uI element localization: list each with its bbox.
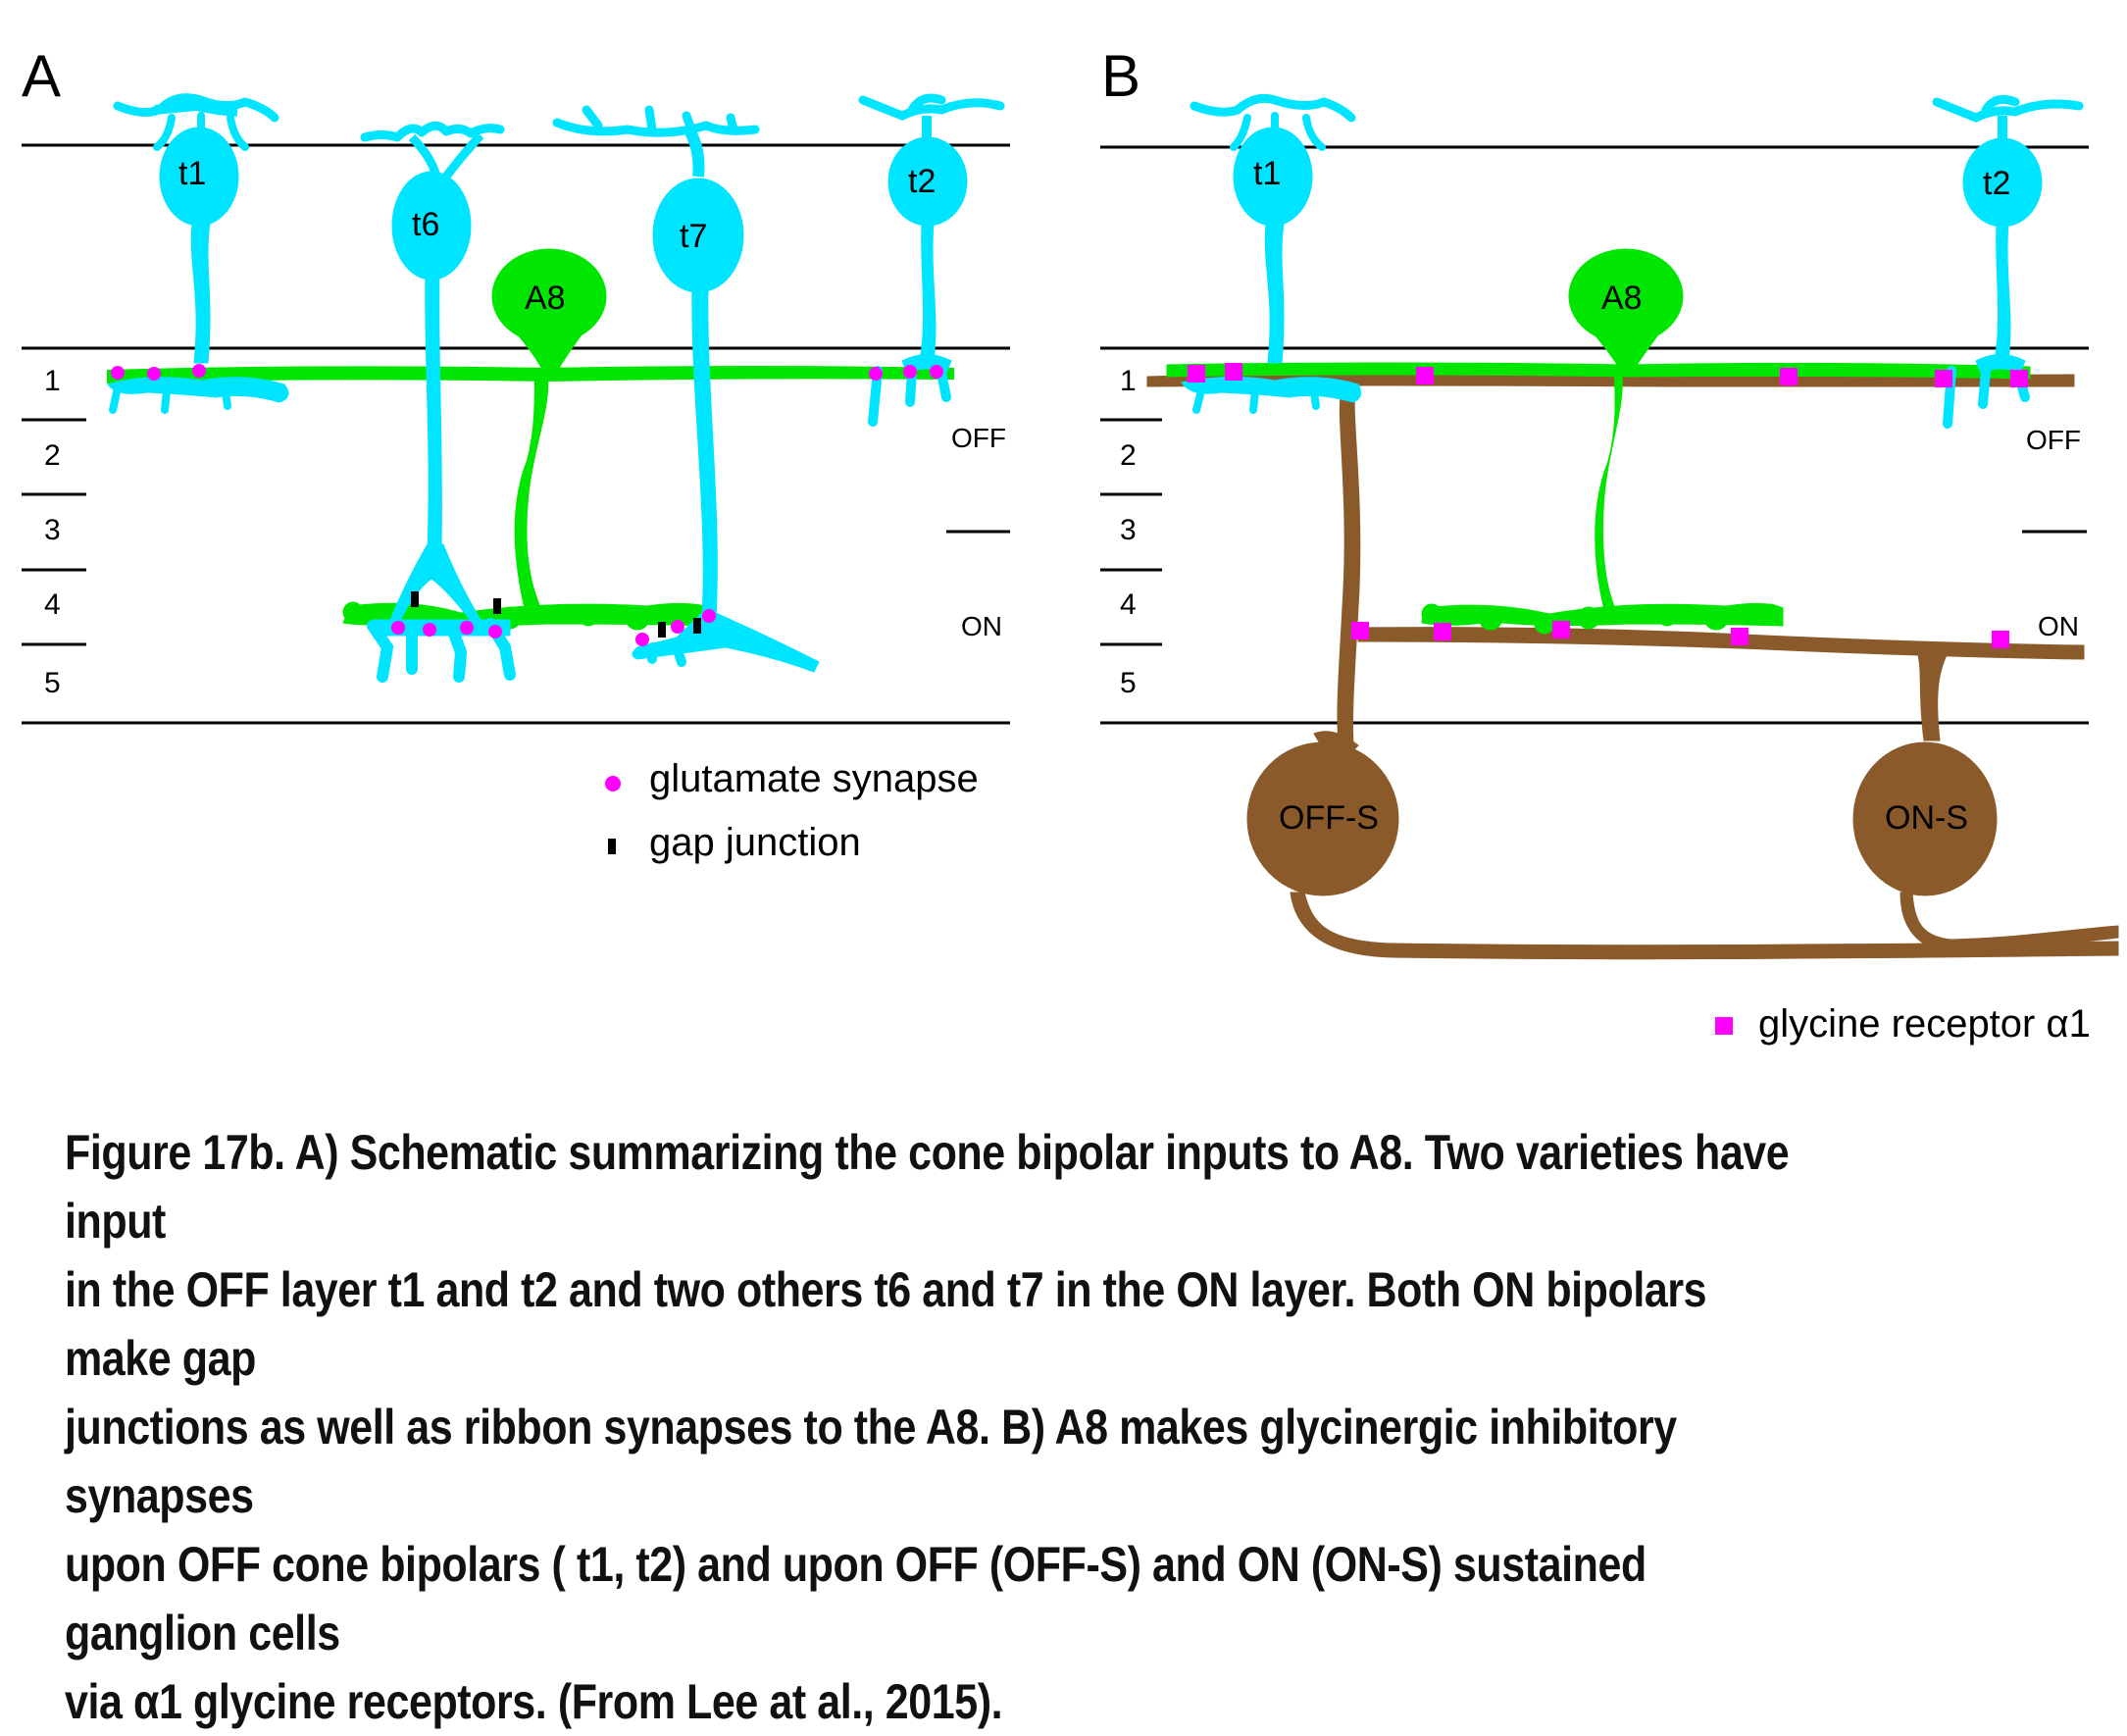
t6-bipolar-cell	[360, 121, 516, 683]
on-s-label: ON-S	[1885, 799, 1968, 837]
layer-3-label: 3	[44, 514, 61, 546]
layer-5-label: 5	[44, 667, 61, 699]
gap-legend-label: gap junction	[649, 821, 861, 864]
glutamate-legend-icon	[605, 776, 621, 791]
t6-label: t6	[412, 206, 439, 243]
t1-bipolar-cell	[107, 93, 289, 414]
b-t2-label: t2	[1983, 165, 2010, 202]
layer-2-label: 2	[44, 439, 61, 472]
a8-label: A8	[525, 280, 566, 317]
panel-b-legend: glycine receptor α1	[1715, 1002, 2091, 1046]
ganglion-cells	[1146, 373, 2119, 960]
on-s-ganglion-soma	[1852, 741, 1998, 896]
panel-a: A 1 2 3 4 5 OFF ON	[22, 43, 1010, 864]
b-on-zone-label: ON	[2038, 611, 2079, 641]
b-t1-label: t1	[1253, 155, 1281, 192]
gap-junctions	[411, 591, 701, 638]
t2-label: t2	[908, 163, 936, 200]
t7-bipolar-cell	[552, 105, 820, 673]
b-layer-2-label: 2	[1120, 439, 1137, 472]
b-off-zone-label: OFF	[2026, 425, 2081, 455]
b-a8-amacrine-cell	[1166, 248, 2031, 635]
t7-label: t7	[680, 218, 707, 255]
glutamate-synapses	[111, 364, 943, 646]
off-zone-label: OFF	[951, 423, 1006, 453]
figure-canvas: A 1 2 3 4 5 OFF ON	[22, 43, 2119, 1046]
t1-label: t1	[178, 155, 206, 192]
b-layer-5-label: 5	[1120, 667, 1137, 699]
off-s-label: OFF-S	[1279, 799, 1379, 837]
glycine-legend-label: glycine receptor α1	[1758, 1002, 2091, 1046]
glycine-receptors	[1188, 363, 2028, 648]
panel-a-legend: glutamate synapse gap junction	[605, 757, 979, 864]
b-layer-3-label: 3	[1120, 514, 1137, 546]
figure-caption: Figure 17b. A) Schematic summarizing the…	[65, 1125, 1790, 1729]
layer-1-label: 1	[44, 365, 61, 397]
on-zone-label: ON	[961, 611, 1002, 641]
b-t1-bipolar-cell	[1181, 93, 1362, 414]
gap-legend-icon	[608, 839, 616, 854]
b-layer-1-label: 1	[1120, 365, 1137, 397]
glutamate-legend-label: glutamate synapse	[649, 757, 979, 800]
b-a8-label: A8	[1601, 280, 1643, 317]
panel-a-letter: A	[22, 43, 61, 109]
layer-4-label: 4	[44, 588, 61, 621]
panel-b-letter: B	[1101, 43, 1140, 109]
glycine-legend-icon	[1715, 1017, 1733, 1035]
panel-b: B 1 2 3 4 5 OFF ON	[1100, 43, 2119, 1046]
b-layer-4-label: 4	[1120, 588, 1137, 621]
